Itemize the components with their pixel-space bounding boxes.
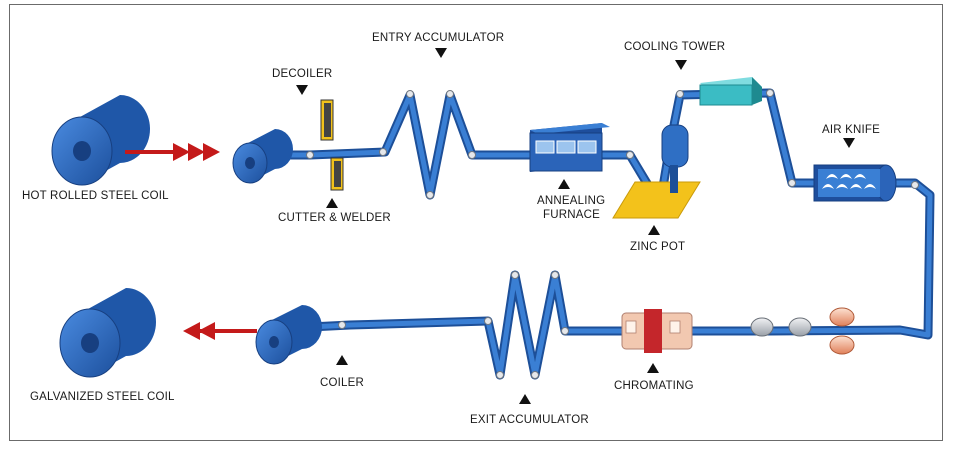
- cutter-welder-icon: [320, 99, 344, 191]
- cutter-welder-marker: [326, 198, 338, 208]
- entry-accumulator-marker: [435, 48, 447, 58]
- exit-accumulator-label: EXIT ACCUMULATOR: [470, 414, 589, 426]
- annealing-furnace-icon: [529, 123, 610, 172]
- zinc-pot-icon: [612, 124, 701, 219]
- guide-roller: [426, 191, 434, 199]
- cutter-welder-label: CUTTER & WELDER: [278, 212, 391, 224]
- guide-roller: [496, 371, 504, 379]
- labels: HOT ROLLED STEEL COIL DECOILER CUTTER & …: [22, 32, 880, 426]
- guide-roller: [676, 90, 684, 98]
- zinc-pot-label: ZINC POT: [630, 241, 685, 253]
- guide-rollers: [306, 89, 919, 379]
- guide-roller: [626, 151, 634, 159]
- feed-arrow-icon: [125, 143, 220, 161]
- air-knife-marker: [843, 138, 855, 148]
- furnace-label: FURNACE: [543, 209, 600, 221]
- cooling-tower-label: COOLING TOWER: [624, 41, 725, 53]
- chromating-label: CHROMATING: [614, 380, 694, 392]
- decoiler-coil-icon: [232, 129, 293, 184]
- pointer-markers: [296, 48, 855, 404]
- guide-roller: [511, 271, 519, 279]
- coiler-label: COILER: [320, 377, 364, 389]
- air-knife-icon: [813, 164, 897, 202]
- galvanized-steel-coil-label: GALVANIZED STEEL COIL: [30, 391, 175, 403]
- guide-roller: [306, 151, 314, 159]
- chromating-icon: [621, 309, 693, 353]
- galvanized-coil-icon: [59, 288, 156, 378]
- diagram-frame: HOT ROLLED STEEL COIL DECOILER CUTTER & …: [9, 4, 943, 441]
- hot-rolled-coil-icon: [51, 95, 150, 186]
- guide-roller: [338, 321, 346, 329]
- guide-roller: [379, 148, 387, 156]
- annealing-furnace-marker: [558, 179, 570, 189]
- guide-roller: [406, 90, 414, 98]
- guide-roller: [551, 271, 559, 279]
- annealing-label: ANNEALING: [537, 195, 605, 207]
- guide-roller: [911, 181, 919, 189]
- guide-roller: [468, 151, 476, 159]
- cooling-tower-marker: [675, 60, 687, 70]
- coiler-coil-icon: [255, 305, 322, 365]
- entry-accumulator-label: ENTRY ACCUMULATOR: [372, 32, 504, 44]
- chromating-marker: [647, 363, 659, 373]
- galvanizing-process-diagram: HOT ROLLED STEEL COIL DECOILER CUTTER & …: [22, 32, 935, 426]
- decoiler-label: DECOILER: [272, 68, 332, 80]
- zinc-pot-marker: [648, 225, 660, 235]
- exit-accumulator-marker: [519, 394, 531, 404]
- air-knife-label: AIR KNIFE: [822, 124, 880, 136]
- guide-roller: [788, 179, 796, 187]
- guide-roller: [531, 371, 539, 379]
- guide-roller: [484, 317, 492, 325]
- hot-rolled-steel-coil-label: HOT ROLLED STEEL COIL: [22, 190, 169, 202]
- guide-roller: [561, 327, 569, 335]
- pinch-rollers-icon: [829, 307, 855, 355]
- decoiler-marker: [296, 85, 308, 95]
- cooling-tower-icon: [699, 77, 762, 106]
- output-arrow-icon: [183, 322, 257, 340]
- coiler-marker: [336, 355, 348, 365]
- guide-roller: [766, 89, 774, 97]
- guide-roller: [446, 90, 454, 98]
- steel-rollers-icon: [750, 317, 812, 337]
